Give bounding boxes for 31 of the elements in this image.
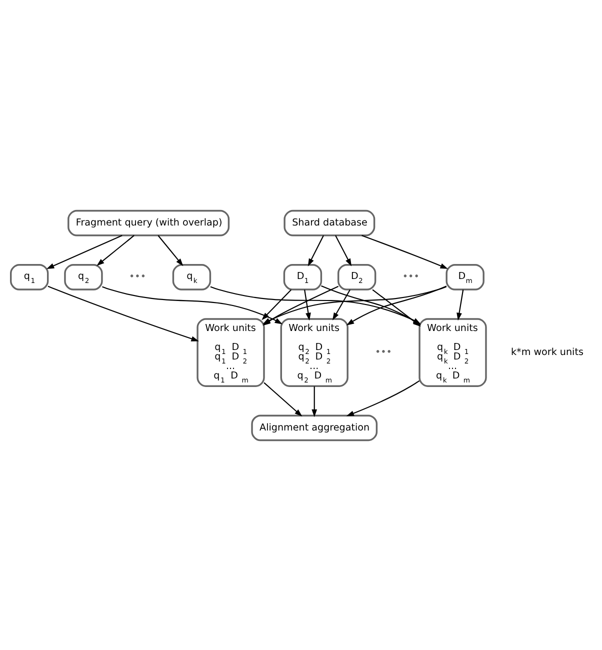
label: ••• bbox=[129, 271, 146, 282]
arrow bbox=[46, 234, 122, 268]
arrow bbox=[102, 286, 282, 324]
arrow bbox=[362, 234, 448, 268]
arrow bbox=[264, 382, 302, 416]
node-box: D$_{2}$ bbox=[337, 264, 376, 290]
arrow bbox=[332, 289, 350, 320]
node-box: D$_{1}$ bbox=[283, 264, 322, 290]
label: ••• bbox=[402, 271, 420, 282]
arrow bbox=[456, 289, 464, 320]
arrow bbox=[96, 234, 134, 266]
node-box: Shard database bbox=[284, 209, 376, 236]
arrow bbox=[158, 234, 184, 266]
arrow bbox=[312, 386, 318, 417]
node-box: q$_{1}$ bbox=[10, 264, 49, 290]
node-box: q$_{k}$ bbox=[172, 264, 212, 290]
arrow bbox=[304, 289, 311, 320]
arrow bbox=[262, 288, 292, 320]
node-box: Alignment aggregation bbox=[251, 414, 378, 441]
label: k*m work units bbox=[510, 346, 584, 358]
arrow bbox=[48, 285, 199, 341]
node-box: Work units q$_{k}$ D$_{1}$ q$_{k}$ D$_{2}$ ... q$_{k}$ D$_{m}$ bbox=[418, 318, 487, 386]
arrow bbox=[308, 234, 324, 266]
label: ••• bbox=[374, 346, 392, 358]
node-box: Fragment query (with overlap) bbox=[68, 209, 230, 236]
arrow bbox=[335, 234, 352, 266]
node-box: Work units q$_{1}$ D$_{1}$ q$_{1}$ D$_{2}$ ... q$_{1}$ D$_{m}$ bbox=[196, 318, 265, 386]
arrow bbox=[346, 380, 420, 416]
node-box: Work units q$_{2}$ D$_{1}$ q$_{2}$ D$_{2}$ ... q$_{2}$ D$_{m}$ bbox=[280, 318, 348, 386]
node-box: D$_{m}$ bbox=[446, 264, 484, 290]
node-box: q$_{2}$ bbox=[64, 264, 103, 290]
